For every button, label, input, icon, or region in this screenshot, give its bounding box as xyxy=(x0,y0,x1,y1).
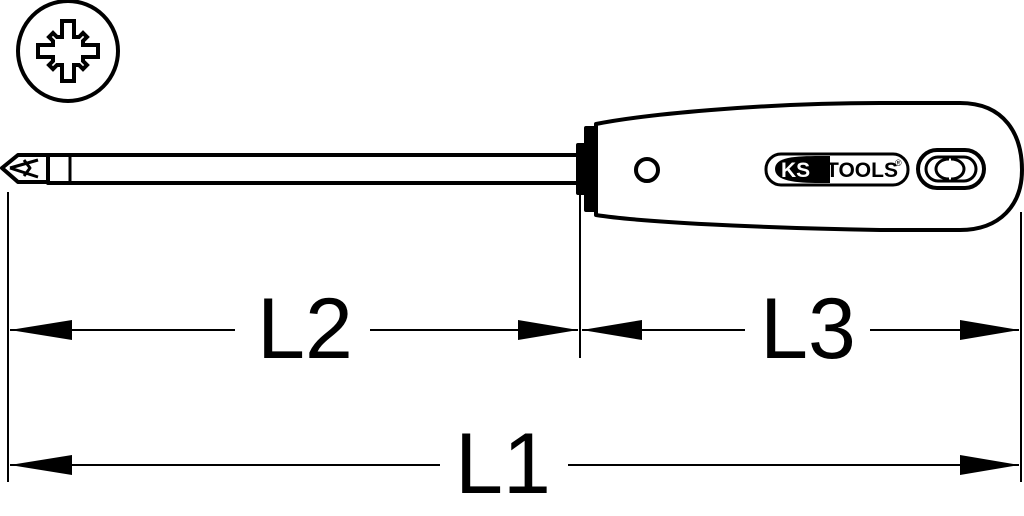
dimension-l1: L1 xyxy=(10,416,1019,512)
screwdriver: KS TOOLS ® xyxy=(0,101,1024,232)
dimension-label-l1: L1 xyxy=(455,416,551,512)
logo-tools-text: TOOLS xyxy=(826,159,898,182)
handle-oval-badge xyxy=(916,148,986,190)
extension-lines xyxy=(7,192,1022,482)
blade-shaft xyxy=(46,153,580,185)
handle-hole xyxy=(634,157,660,183)
ks-tools-logo: KS TOOLS ® xyxy=(764,152,910,187)
dimension-l3: L3 xyxy=(582,281,1019,377)
logo-registered-mark: ® xyxy=(895,158,902,168)
blade-tip xyxy=(0,153,50,184)
pozidriv-tip-icon xyxy=(16,0,120,103)
dimension-label-l3: L3 xyxy=(760,281,856,377)
dimension-label-l2: L2 xyxy=(257,281,353,377)
handle-body xyxy=(594,101,1024,232)
dimension-l2: L2 xyxy=(10,281,578,377)
logo-ks-text: KS xyxy=(781,159,810,182)
